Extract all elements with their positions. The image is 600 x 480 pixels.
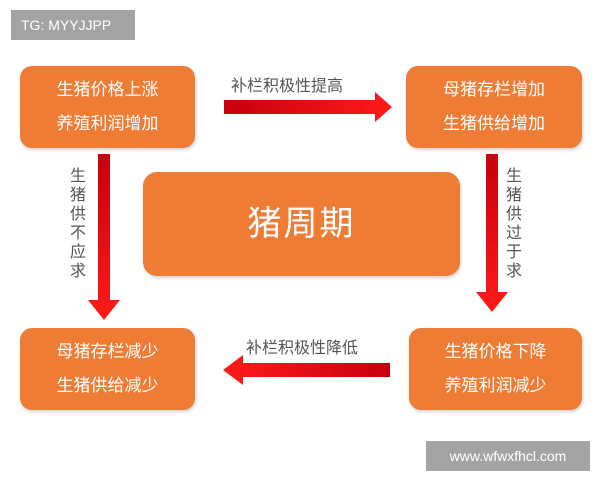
pig-cycle-center: 猪周期 <box>143 172 460 276</box>
pig-cycle-title: 猪周期 <box>247 204 356 244</box>
watermark-bottom: www.wfwxfhcl.com <box>426 441 590 471</box>
arrow-left-label: 生猪供不应求 <box>69 166 86 280</box>
box-sow-increase-line2: 生猪供给增加 <box>443 114 545 134</box>
arrow-bottom-label: 补栏积极性降低 <box>246 338 359 357</box>
box-price-rise-line1: 生猪价格上涨 <box>56 80 159 100</box>
box-price-fall-line2: 养殖利润减少 <box>444 376 547 396</box>
box-sow-decrease-line2: 生猪供给减少 <box>56 376 159 396</box>
box-price-rise-line2: 养殖利润增加 <box>56 114 159 134</box>
arrow-left <box>88 154 120 320</box>
arrow-right <box>476 154 508 312</box>
box-sow-decrease-line1: 母猪存栏减少 <box>56 342 159 362</box>
arrow-top <box>224 92 392 122</box>
arrow-right-label: 生猪供过于求 <box>505 166 522 280</box>
box-sow-increase-line1: 母猪存栏增加 <box>443 80 545 100</box>
box-price-fall: 生猪价格下降 养殖利润减少 <box>409 328 582 410</box>
box-sow-decrease: 母猪存栏减少 生猪供给减少 <box>20 328 195 410</box>
box-price-rise: 生猪价格上涨 养殖利润增加 <box>20 66 195 148</box>
box-sow-increase: 母猪存栏增加 生猪供给增加 <box>406 66 582 148</box>
arrow-top-label: 补栏积极性提高 <box>231 76 344 95</box>
box-price-fall-line1: 生猪价格下降 <box>444 342 547 362</box>
watermark-top: TG: MYYJJPP <box>11 10 135 40</box>
arrow-bottom <box>223 355 390 385</box>
